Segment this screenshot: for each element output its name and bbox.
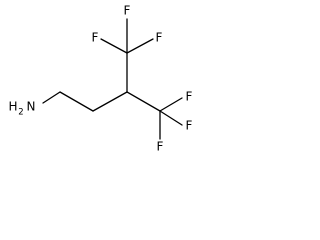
bond-lower-cf3-f-top xyxy=(159,97,183,112)
amine-nitrogen-label: N xyxy=(27,100,36,114)
bond-upper-cf3-f-right xyxy=(126,38,154,54)
bond-lower-cf3-f-right xyxy=(159,110,183,126)
bond-c3-lower-cf3 xyxy=(126,91,161,112)
bond-upper-cf3-f-left xyxy=(100,38,128,54)
fluorine-label-upper-right: F xyxy=(156,31,163,45)
bond-c2-c3 xyxy=(92,91,128,112)
bond-c1-c2 xyxy=(59,91,94,112)
amine-hydrogen-label: H xyxy=(8,100,17,114)
fluorine-label-upper-top: F xyxy=(124,4,131,18)
fluorine-label-lower-right: F xyxy=(186,119,193,133)
amine-hydrogen-subscript: 2 xyxy=(18,108,23,118)
fluorine-label-lower-bottom: F xyxy=(157,140,164,154)
amine-group-label: H 2 N xyxy=(8,100,35,118)
fluorine-label-lower-top: F xyxy=(186,90,193,104)
structure-diagram: H 2 N F F F F F F xyxy=(8,4,193,154)
fluorine-label-upper-left: F xyxy=(92,31,99,45)
bond-n-c1 xyxy=(42,91,61,104)
